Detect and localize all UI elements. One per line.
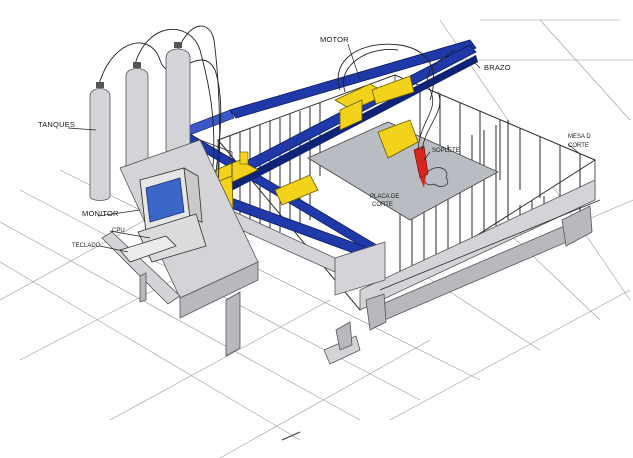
label-tanques: TANQUES <box>38 120 75 129</box>
label-placa-line1: PLACA DE <box>370 194 399 200</box>
scribble-mark <box>281 431 301 441</box>
label-cpu: CPU <box>112 228 125 234</box>
label-brazo: BRAZO <box>484 63 511 72</box>
label-soplete: SOPLETE <box>432 148 460 154</box>
gas-tanks <box>89 42 191 201</box>
computer-terminal <box>119 167 207 263</box>
table-supports <box>323 205 593 365</box>
label-motor: MOTOR <box>320 35 349 44</box>
label-mesa-line1: MESA D <box>568 134 591 140</box>
labels: TANQUES MONITOR CPU TECLADO MOTOR BRAZO … <box>38 35 591 249</box>
label-monitor: MONITOR <box>82 209 119 218</box>
torch-soplete <box>413 49 456 188</box>
label-teclado: TECLADO <box>72 243 101 249</box>
label-mesa-line2: CORTE <box>568 143 589 149</box>
label-leaders <box>67 43 581 253</box>
label-placa-line2: CORTE <box>372 202 393 208</box>
